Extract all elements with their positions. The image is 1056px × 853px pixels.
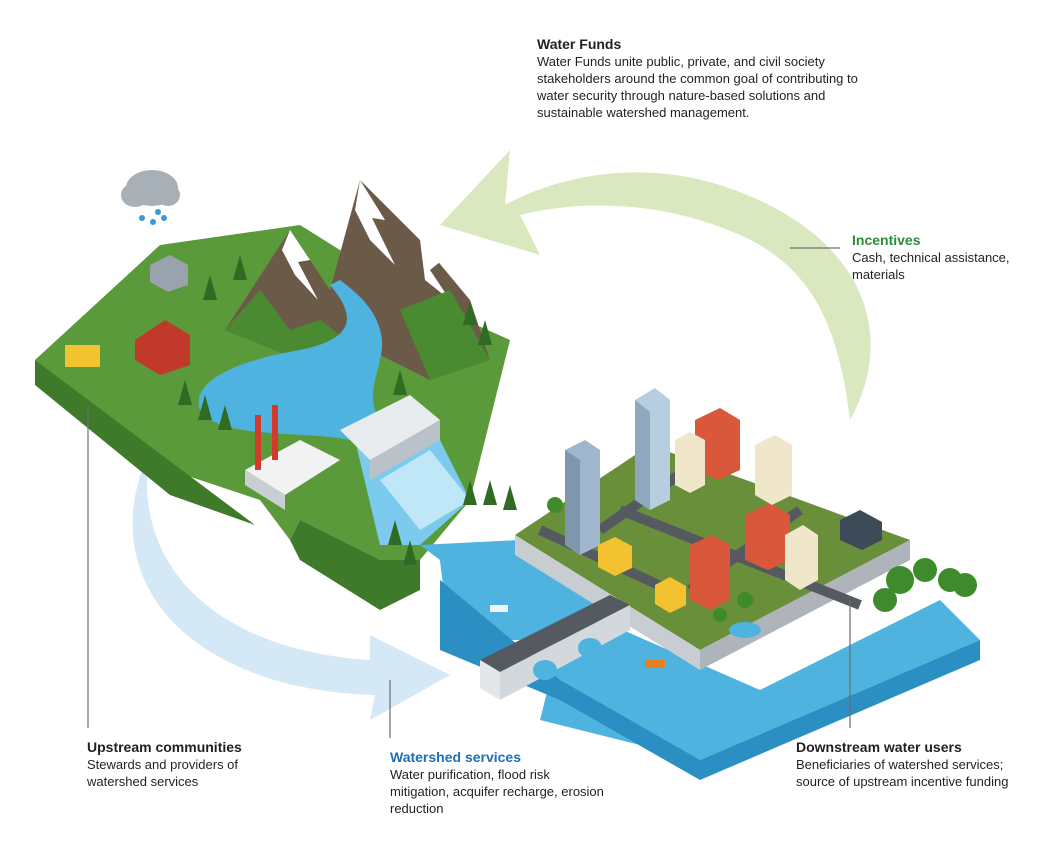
water-funds-body: Water Funds unite public, private, and c… [537, 54, 858, 120]
city-buildings [565, 388, 882, 613]
watershed-services-title: Watershed services [390, 749, 521, 765]
watershed-services-arrow [132, 450, 450, 720]
downstream-water-users-title: Downstream water users [796, 739, 962, 755]
water-funds-label: Water Funds Water Funds unite public, pr… [537, 35, 887, 121]
upstream-communities-title: Upstream communities [87, 739, 242, 755]
incentives-title: Incentives [852, 232, 921, 248]
pool [729, 622, 761, 638]
power-plant [245, 405, 340, 510]
farm [65, 255, 190, 375]
upstream-communities-label: Upstream communities Stewards and provid… [87, 738, 287, 790]
boat [645, 660, 665, 668]
dam [340, 395, 470, 530]
downstream-water-users-label: Downstream water users Beneficiaries of … [796, 738, 1026, 790]
rain-cloud-icon [121, 170, 180, 225]
bridge [480, 595, 630, 700]
boat [490, 605, 508, 612]
watershed-services-body: Water purification, flood risk mitigatio… [390, 767, 604, 816]
incentives-arrow [440, 150, 871, 420]
watershed-services-label: Watershed services Water purification, f… [390, 748, 610, 817]
incentives-body: Cash, technical assistance, materials [852, 250, 1010, 282]
upstream-communities-body: Stewards and providers of watershed serv… [87, 757, 239, 789]
upstream-trees [178, 255, 517, 565]
downstream-water-users-body: Beneficiaries of watershed services; sou… [796, 757, 1009, 789]
incentives-label: Incentives Cash, technical assistance, m… [852, 231, 1032, 283]
leader-lines [87, 247, 851, 738]
water-funds-title: Water Funds [537, 36, 622, 52]
city-trees [547, 497, 977, 622]
